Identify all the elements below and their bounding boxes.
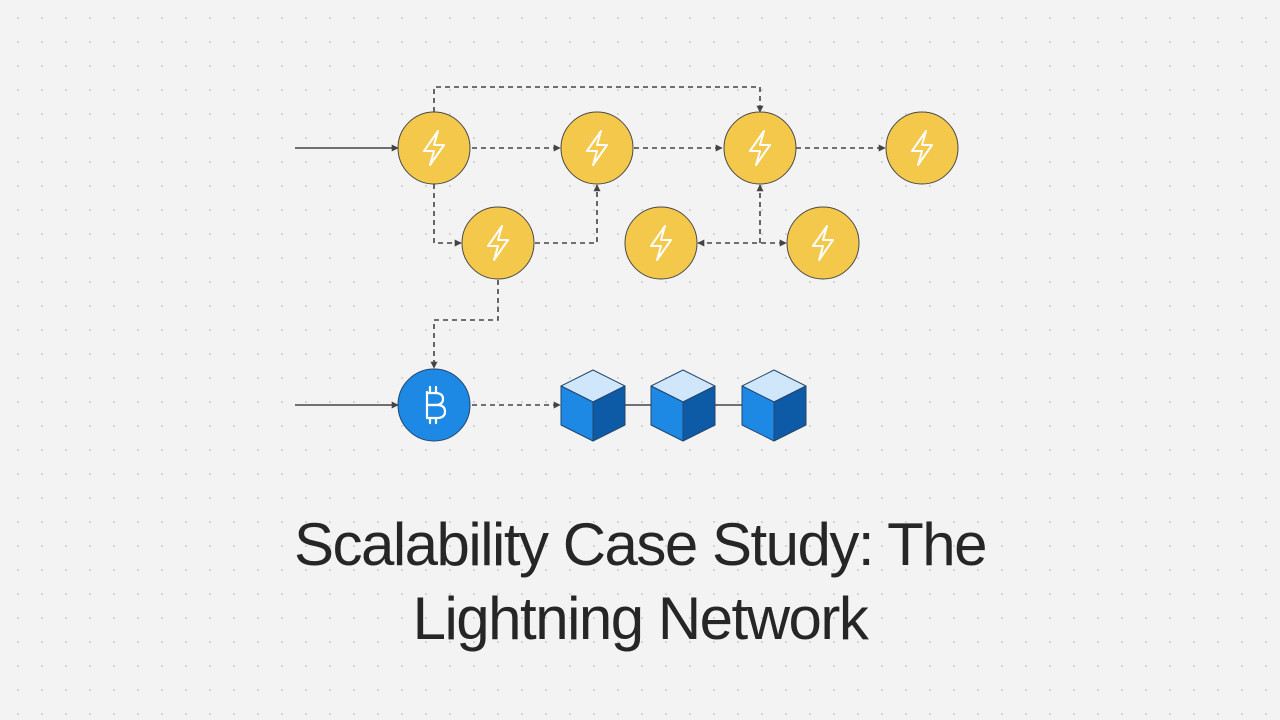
cube-icon [560,369,626,442]
blockchain [560,369,807,442]
edge-node5-bitcoin [430,280,499,369]
edge-node5-node2 [535,184,601,244]
cube-icon [741,369,807,442]
bitcoin-icon [425,385,447,425]
edges [295,86,886,409]
lightning-node-3 [723,111,797,185]
block-2 [650,369,716,442]
lightning-node-4 [885,111,959,185]
lightning-network-diagram [295,86,959,442]
block-3 [741,369,807,442]
block-1 [560,369,626,442]
lightning-node-7 [786,206,860,280]
page-title: Scalability Case Study: The Lightning Ne… [0,508,1280,656]
cube-icon [650,369,716,442]
title-line-1: Scalability Case Study: The [293,511,988,578]
bitcoin-node [397,368,471,442]
edge-node1-node5 [433,184,462,247]
title-line-2: Lightning Network [412,585,869,652]
lightning-node-1 [397,111,471,185]
edge-node1-node3-bypass [433,86,764,113]
lightning-node-6 [624,206,698,280]
lightning-node-5 [461,206,535,280]
lightning-node-2 [560,111,634,185]
